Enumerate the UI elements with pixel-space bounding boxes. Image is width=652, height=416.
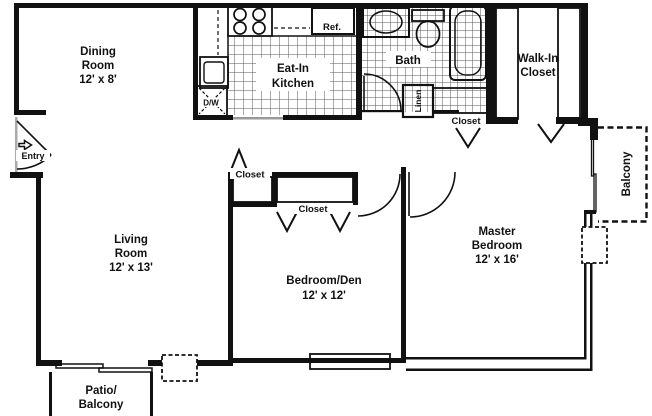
bath-door-arc [363,73,402,112]
patio-sliding-door [55,363,153,373]
svg-text:Walk-In: Walk-In [518,53,558,65]
refrigerator-icon: Ref. [311,7,355,35]
kitchen-doorway-threshold [233,117,283,120]
door-swing-marker-den-closet-right [329,211,351,234]
master-hall-closet-label: Closet [451,116,481,127]
svg-text:12' x 13': 12' x 13' [109,262,153,274]
refrigerator-label: Ref. [323,22,341,33]
svg-text:12' x 12': 12' x 12' [302,290,346,302]
bedroom-den-window [309,353,391,370]
entry-doorway-threshold [15,117,18,172]
stove-icon [227,5,273,37]
door-swing-marker-master-hall-closet [455,127,481,149]
svg-text:Patio/: Patio/ [85,385,117,397]
svg-text:Closet: Closet [298,204,328,215]
ac-unit-marker-living [161,354,198,382]
svg-text:Master: Master [478,226,516,238]
dishwasher-icon: D/W [196,85,228,117]
svg-text:Room: Room [82,60,115,72]
svg-text:Room: Room [115,248,148,260]
walk-in-closet-shelving-left [495,7,519,120]
bath-door-threshold [362,110,403,113]
patio-balcony-label: Patio/ Balcony [79,385,124,411]
walk-in-closet-label: Walk-In Closet [518,53,558,79]
toilet-icon [411,9,445,48]
svg-text:Living: Living [114,234,148,246]
svg-text:Kitchen: Kitchen [272,78,314,90]
door-swing-marker-walk-in-closet [537,123,565,144]
svg-text:12' x 8': 12' x 8' [79,74,117,86]
entry-direction-arrow-icon [18,139,33,151]
hall-closet-label: Closet [230,168,270,181]
dishwasher-label: D/W [203,99,219,108]
linen-closet-label: Linen [413,90,423,113]
svg-text:Closet: Closet [520,67,555,79]
entry-label: Entry [16,150,50,161]
ac-unit-marker-master [581,226,608,264]
kitchen-label: Eat-In Kitchen [256,58,330,91]
svg-text:12' x 16': 12' x 16' [475,254,519,266]
svg-text:Bedroom: Bedroom [472,240,522,252]
svg-text:Dining: Dining [80,46,116,58]
balcony-sliding-door [590,137,597,213]
balcony-label: Balcony [621,151,633,196]
door-swing-marker-den-closet-left [276,211,298,234]
svg-text:Entry: Entry [21,151,44,161]
svg-text:Bath: Bath [395,55,421,67]
master-bedroom-door-arc [408,171,456,218]
dining-room-label: Dining Room 12' x 8' [79,46,117,86]
bedroom-den-door-arc [357,173,401,217]
master-bedroom-label: Master Bedroom 12' x 16' [472,226,522,266]
living-room-label: Living Room 12' x 13' [109,234,153,274]
bedroom-den-closet-label: Closet [291,203,335,215]
svg-text:Eat-In: Eat-In [277,63,309,75]
kitchen-sink-icon [199,56,229,89]
bath-label: Bath [386,51,431,67]
svg-text:Balcony: Balcony [79,399,124,411]
svg-text:Closet: Closet [235,170,265,181]
hall-closet-shelving [232,176,273,203]
door-swing-marker-hall-closet [230,147,248,171]
walls [10,3,598,416]
bedroom-den-closet-shelving [276,176,354,203]
balcony-outline [598,126,648,223]
svg-text:Bedroom/Den: Bedroom/Den [286,275,361,287]
bedroom-den-label: Bedroom/Den 12' x 12' [286,275,361,302]
walk-in-closet-shelving-right [557,7,581,120]
